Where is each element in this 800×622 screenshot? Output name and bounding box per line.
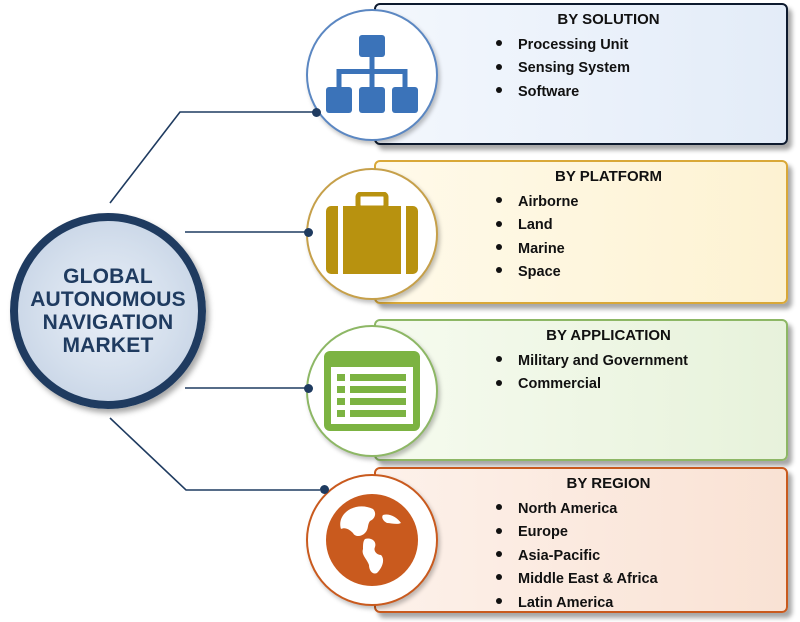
bullet-icon: [496, 197, 502, 204]
bullet-icon: [496, 597, 502, 604]
list-item: Land: [496, 214, 578, 237]
list-item-label: Military and Government: [518, 353, 689, 369]
list-item: Sensing System: [496, 57, 630, 80]
central-title-line: GLOBAL: [63, 265, 153, 288]
bullet-icon: [496, 527, 502, 534]
central-title-line: MARKET: [62, 334, 154, 357]
list-item: Software: [496, 81, 630, 104]
hierarchy-chart-icon: [326, 35, 418, 113]
bullet-icon: [496, 356, 502, 363]
list-item-label: North America: [518, 501, 618, 517]
list-window-icon: [324, 351, 420, 431]
list-item-label: Latin America: [518, 594, 614, 611]
segment-icon-circle-region: [306, 474, 438, 606]
segment-heading: BY SOLUTION: [557, 11, 660, 28]
bullet-icon: [496, 504, 502, 511]
list-item: Europe: [496, 521, 658, 544]
central-title-line: NAVIGATION: [42, 311, 174, 334]
segment-icon-circle-solution: [306, 9, 438, 141]
list-item-label: Commercial: [518, 376, 602, 393]
segment-list: North America Europe Asia-Pacific Middle…: [496, 498, 658, 615]
bullet-icon: [496, 220, 502, 227]
list-item: Asia-Pacific: [496, 545, 658, 568]
bullet-icon: [496, 379, 502, 386]
bullet-icon: [496, 63, 502, 70]
list-item-label: Sensing System: [518, 60, 631, 77]
central-title-line: AUTONOMOUS: [30, 288, 186, 311]
list-item-label: Space: [518, 264, 561, 281]
briefcase-icon: [326, 192, 418, 274]
list-item: Latin America: [496, 592, 658, 615]
list-item-label: Land: [518, 217, 553, 234]
list-item: Commercial: [496, 373, 688, 396]
bullet-icon: [496, 40, 502, 47]
list-item: Middle East & Africa: [496, 568, 658, 591]
segment-panel-platform: BY PLATFORM Airborne Land Marine Space: [374, 160, 788, 304]
list-item-label: Europe: [518, 524, 568, 541]
connector-dot: [304, 228, 313, 237]
list-item: Marine: [496, 238, 578, 261]
connector-dot: [320, 485, 329, 494]
bullet-icon: [496, 86, 502, 93]
list-item: Military and Government: [496, 350, 688, 373]
list-item-label: Software: [518, 83, 580, 100]
segment-panel-solution: BY SOLUTION Processing Unit Sensing Syst…: [374, 3, 788, 145]
list-item: North America: [496, 498, 658, 521]
segment-list: Military and Government Commercial: [496, 350, 688, 397]
list-item: Airborne: [496, 191, 578, 214]
segment-panel-region: BY REGION North America Europe Asia-Paci…: [374, 467, 788, 613]
bullet-icon: [496, 267, 502, 274]
central-title: GLOBAL AUTONOMOUS NAVIGATION MARKET: [30, 265, 186, 357]
list-item-label: Marine: [518, 240, 565, 257]
list-item-label: Middle East & Africa: [518, 571, 658, 588]
globe-icon: [326, 494, 418, 586]
list-item: Processing Unit: [496, 34, 630, 57]
connector-solution: [109, 111, 316, 204]
bullet-icon: [496, 550, 502, 557]
connector-dot: [304, 384, 313, 393]
segment-list: Airborne Land Marine Space: [496, 191, 578, 285]
segment-icon-circle-platform: [306, 168, 438, 300]
segment-heading: BY PLATFORM: [555, 168, 662, 185]
list-item-label: Airborne: [518, 194, 579, 210]
segment-heading: BY REGION: [566, 475, 651, 492]
connector-dot: [312, 108, 321, 117]
segment-icon-circle-application: [306, 325, 438, 457]
list-item: Space: [496, 261, 578, 284]
bullet-icon: [496, 243, 502, 250]
segment-panel-application: BY APPLICATION Military and Government C…: [374, 319, 788, 461]
segment-list: Processing Unit Sensing System Software: [496, 34, 630, 104]
bullet-icon: [496, 574, 502, 581]
list-item-label: Asia-Pacific: [518, 547, 601, 564]
central-topic-circle: GLOBAL AUTONOMOUS NAVIGATION MARKET: [10, 213, 206, 409]
list-item-label: Processing Unit: [518, 37, 629, 53]
connector-region: [109, 417, 320, 491]
segment-heading: BY APPLICATION: [546, 327, 671, 344]
